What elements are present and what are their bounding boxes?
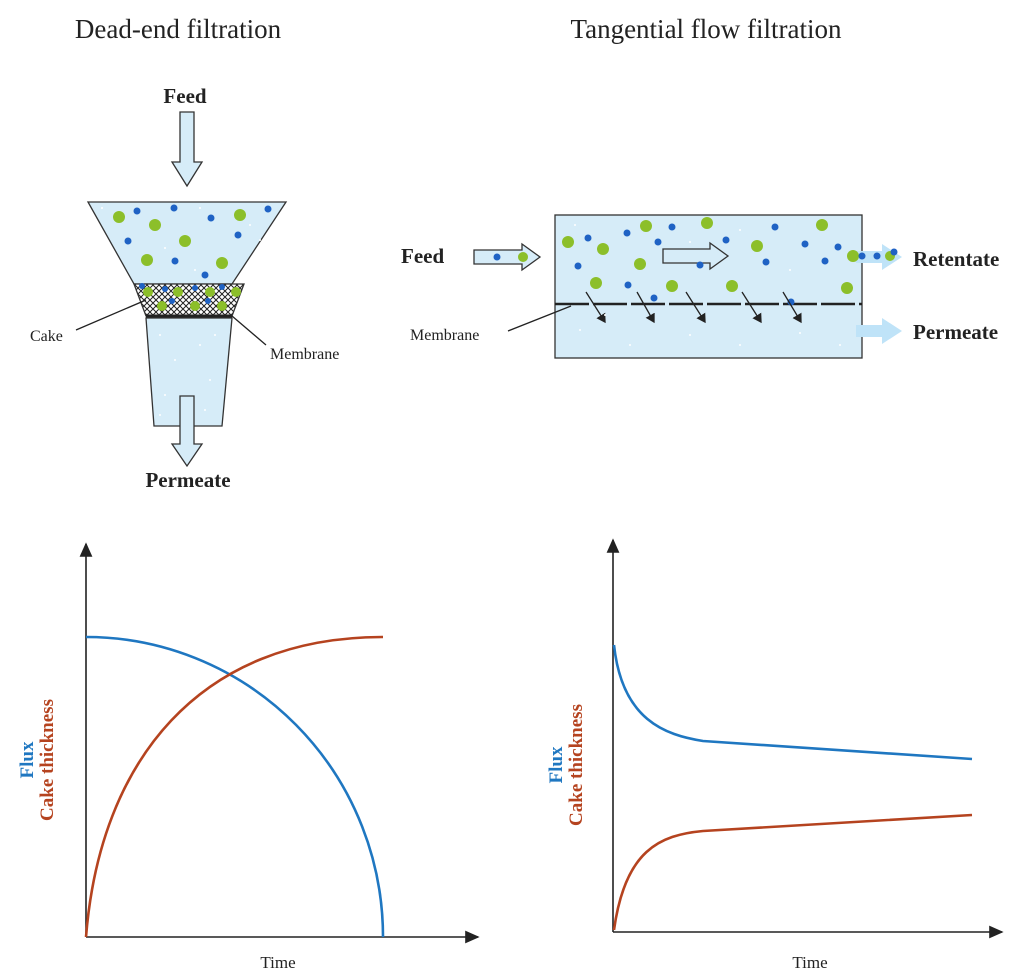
right-cake-curve	[612, 813, 973, 931]
cake-label: Cake	[30, 328, 63, 345]
right-graph: Time Flux Cake thickness	[546, 538, 1004, 972]
retentate-label: Retentate	[913, 247, 999, 271]
tff-module	[554, 214, 863, 359]
tff-flow-arrow	[662, 241, 730, 271]
dead-end-permeate-label: Permeate	[145, 468, 230, 492]
right-x-label: Time	[792, 953, 827, 972]
tff-feed-label: Feed	[401, 244, 444, 268]
tff-permeate-arrow	[856, 318, 902, 344]
right-y-label-cake: Cake thickness	[566, 704, 587, 826]
membrane-leader-line	[231, 315, 267, 346]
permeate-arrow-down	[170, 395, 204, 468]
large-particles	[113, 209, 246, 311]
small-particles	[124, 204, 272, 304]
left-flux-curve	[85, 635, 385, 938]
funnel-outlet	[145, 317, 233, 427]
left-y-label-cake: Cake thickness	[37, 699, 58, 821]
right-flux-curve	[612, 644, 973, 761]
left-x-label: Time	[260, 953, 295, 972]
tff-membrane-label: Membrane	[410, 327, 479, 344]
left-graph: Time Flux Cake thickness	[17, 542, 480, 972]
left-cake-curve	[84, 635, 384, 938]
feed-arrow-down	[170, 111, 204, 188]
tff-liquid-speckles	[574, 224, 841, 346]
tff-membrane-leader-line	[507, 305, 572, 332]
right-y-label-flux: Flux	[546, 746, 567, 783]
left-y-label-flux: Flux	[17, 741, 38, 778]
tangential-diagram: Feed Retentate Permeate	[401, 214, 999, 359]
tff-feed-arrow	[473, 242, 542, 272]
dead-end-diagram: Feed Permeate	[30, 84, 339, 492]
tff-permeate-label: Permeate	[913, 320, 998, 344]
tff-large-particles	[562, 217, 895, 294]
dead-end-membrane-label: Membrane	[270, 346, 339, 363]
dead-end-feed-label: Feed	[163, 84, 206, 108]
tangential-title: Tangential flow filtration	[570, 14, 842, 44]
tff-small-particles	[574, 223, 898, 306]
dead-end-title: Dead-end filtration	[75, 14, 282, 44]
liquid-speckles	[101, 207, 261, 416]
tff-permeation-arrows	[585, 291, 802, 324]
cake-leader-line	[75, 299, 147, 331]
